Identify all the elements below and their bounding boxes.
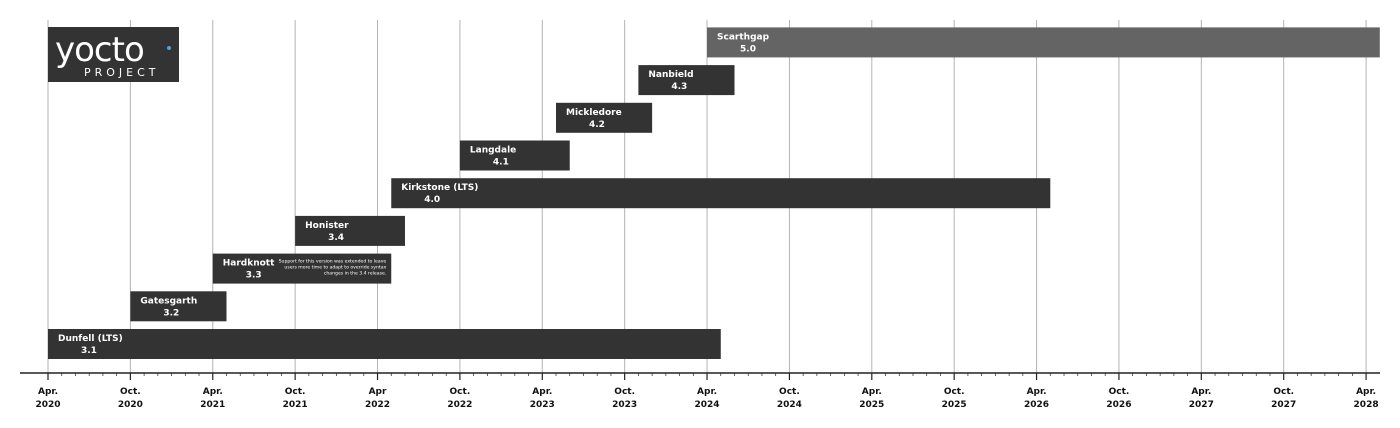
release-version: 4.2 bbox=[589, 120, 605, 130]
logo-background bbox=[48, 27, 179, 82]
tick-label-year: 2023 bbox=[612, 400, 637, 410]
tick-label-month: Apr. bbox=[532, 387, 552, 397]
release-bar bbox=[638, 65, 735, 96]
tick-label-month: Apr. bbox=[1191, 387, 1211, 397]
release-bar bbox=[391, 178, 1051, 209]
tick-label-month: Oct. bbox=[450, 387, 471, 397]
release-version: 5.0 bbox=[740, 44, 756, 54]
logo-wordmark: yocto bbox=[55, 30, 144, 70]
tick-label-month: Oct. bbox=[779, 387, 800, 397]
tick-label-month: Oct. bbox=[1109, 387, 1130, 397]
time-axis: Apr. 2020 Oct. 2020 Apr. 2021 Oct. 2021 Apr 2022 O… bbox=[20, 372, 1380, 410]
release-bar bbox=[48, 329, 721, 359]
release-bar bbox=[212, 253, 392, 284]
release-version: 3.2 bbox=[163, 308, 179, 318]
release-bar bbox=[707, 27, 1380, 58]
release-note: changes in the 3.4 release. bbox=[324, 271, 386, 277]
tick-label-month: Oct. bbox=[944, 387, 965, 397]
tick-label-month: Oct. bbox=[120, 387, 141, 397]
tick-label-year: 2027 bbox=[1271, 400, 1296, 410]
tick-label-month: Apr. bbox=[203, 387, 223, 397]
tick-label-month: Oct. bbox=[285, 387, 306, 397]
release-note: users more time to adapt to override syn… bbox=[284, 265, 386, 271]
release-bar bbox=[556, 102, 653, 133]
release-version: 3.4 bbox=[328, 233, 344, 243]
tick-label-year: 2027 bbox=[1189, 400, 1214, 410]
release-version: 3.1 bbox=[81, 346, 97, 356]
release-name: Kirkstone (LTS) bbox=[401, 183, 478, 193]
release-name: Nanbield bbox=[648, 70, 693, 80]
tick-label-month: Apr. bbox=[1356, 387, 1376, 397]
tick-label-month: Apr bbox=[369, 387, 387, 397]
tick-label-year: 2021 bbox=[283, 400, 308, 410]
release-name: Honister bbox=[305, 221, 349, 231]
tick-label-year: 2025 bbox=[859, 400, 884, 410]
release-name: Scarthgap bbox=[717, 32, 770, 42]
tick-label-year: 2020 bbox=[35, 400, 60, 410]
release-name: Langdale bbox=[470, 146, 516, 156]
release-bar bbox=[459, 140, 570, 171]
release-name: Mickledore bbox=[566, 108, 622, 118]
tick-label-month: Oct. bbox=[1273, 387, 1294, 397]
tick-label-year: 2022 bbox=[447, 400, 472, 410]
release-note: Support for this version was extended to… bbox=[279, 259, 387, 265]
release-bar bbox=[295, 215, 405, 246]
logo-subtitle: PROJECT bbox=[84, 66, 160, 79]
release-bars: Dunfell (LTS) 3.1 Gatesgarth 3.2 Hardknott 3.… bbox=[48, 27, 1380, 359]
tick-label-year: 2020 bbox=[118, 400, 143, 410]
tick-label-year: 2024 bbox=[695, 400, 720, 410]
tick-label-month: Apr. bbox=[862, 387, 882, 397]
tick-label-year: 2023 bbox=[530, 400, 555, 410]
tick-label-year: 2026 bbox=[1106, 400, 1131, 410]
tick-label-year: 2025 bbox=[942, 400, 967, 410]
tick-label-month: Oct. bbox=[614, 387, 635, 397]
tick-label-month: Apr. bbox=[38, 387, 58, 397]
yocto-logo: yocto PROJECT bbox=[48, 27, 179, 82]
release-name: Hardknott bbox=[223, 259, 275, 269]
tick-label-year: 2028 bbox=[1354, 400, 1379, 410]
release-bar bbox=[130, 291, 227, 322]
tick-label-month: Apr. bbox=[1027, 387, 1047, 397]
tick-label-year: 2024 bbox=[777, 400, 802, 410]
release-version: 4.1 bbox=[493, 158, 509, 168]
release-name: Dunfell (LTS) bbox=[58, 334, 123, 344]
tick-label-year: 2022 bbox=[365, 400, 390, 410]
logo-dot-icon bbox=[167, 46, 171, 50]
release-version: 3.3 bbox=[246, 271, 262, 281]
tick-label-year: 2021 bbox=[200, 400, 225, 410]
release-version: 4.0 bbox=[424, 195, 440, 205]
tick-label-year: 2026 bbox=[1024, 400, 1049, 410]
release-version: 4.3 bbox=[671, 82, 687, 92]
tick-label-month: Apr. bbox=[697, 387, 717, 397]
release-name: Gatesgarth bbox=[140, 296, 197, 306]
